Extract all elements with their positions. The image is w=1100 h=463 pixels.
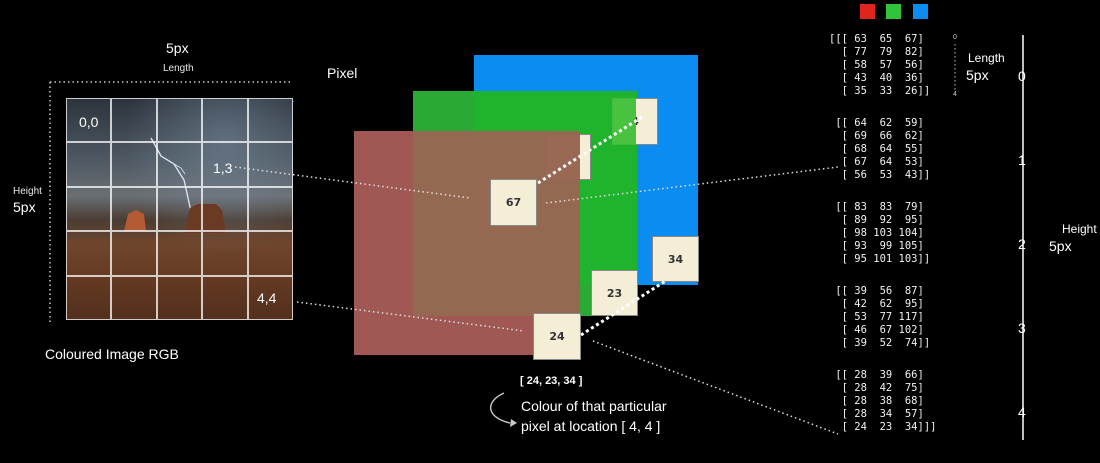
connector-1-3-depth: [537, 115, 643, 185]
blue-pixel-4-4: 34: [652, 236, 699, 282]
image-grid-cell: [111, 98, 157, 143]
coloured-image: 0,0 1,3 4,4: [66, 98, 293, 320]
image-grid-cell: [202, 186, 248, 232]
image-grid-cell: [111, 231, 157, 276]
matrix-row: [ 53 77 117]: [829, 311, 924, 323]
matrix-row: [[ 28 39 66]: [829, 369, 924, 381]
image-grid-cell: [202, 231, 248, 276]
connector-4-4-depth: [580, 278, 668, 337]
connector-4-4-to-matrix: [592, 340, 839, 435]
annotation-line-1: Colour of that particular: [521, 398, 667, 414]
height-axis-label: 3: [1018, 320, 1026, 336]
image-grid-cell: [111, 275, 157, 320]
matrix-row: [ 58 57 56]: [829, 59, 924, 71]
image-caption: Coloured Image RGB: [45, 346, 179, 362]
coord-4-4: 4,4: [257, 290, 277, 306]
red-pixel-1-3: 67: [490, 179, 537, 226]
matrix-row: [ 35 33 26]]: [829, 85, 931, 97]
image-grid-cell: [247, 275, 293, 320]
matrix-row: [ 67 64 53]: [829, 156, 924, 168]
matrix-row: [[ 83 83 79]: [829, 201, 924, 213]
image-grid-cell: [156, 231, 203, 276]
matrix-row: [ 95 101 103]]: [829, 253, 931, 265]
image-grid-cell: [66, 186, 112, 232]
matrix-row: [ 42 62 95]: [829, 298, 924, 310]
image-grid-cell: [156, 186, 203, 232]
image-grid-cell: [66, 142, 112, 187]
image-height-label: Height: [13, 186, 42, 197]
red-pixel-4-4: 24: [533, 313, 581, 360]
matrix-row: [ 28 38 68]: [829, 395, 924, 407]
image-grid-cell: [66, 98, 112, 143]
green-pixel-1-3-highlight: [612, 98, 636, 145]
butte-left: [124, 210, 146, 231]
red-swatch: [860, 4, 875, 19]
matrix-row: [[[ 63 65 67]: [829, 33, 924, 45]
image-width-value: 5px: [166, 40, 189, 56]
bracket-index-bottom: 4: [953, 91, 957, 98]
annotation-arrowhead: [510, 419, 517, 427]
blue-swatch: [913, 4, 928, 19]
image-grid-cell: [111, 142, 157, 187]
green-pixel-4-4: 23: [591, 270, 638, 316]
image-grid-cell: [156, 98, 203, 143]
matrix-row: [ 28 34 57]: [829, 408, 924, 420]
matrix-height-value: 5px: [1049, 238, 1072, 254]
matrix-row: [ 24 23 34]]]: [829, 421, 937, 433]
pixel-vector: [ 24, 23, 34 ]: [520, 375, 583, 387]
image-length-label: Length: [163, 63, 194, 74]
image-grid-cell: [111, 186, 157, 232]
image-grid-cell: [247, 142, 293, 187]
matrix-row: [ 56 53 43]]: [829, 169, 931, 181]
height-axis-label: 1: [1018, 152, 1026, 168]
matrix-row: [ 28 42 75]: [829, 382, 924, 394]
matrix-length-value: 5px: [966, 67, 989, 83]
pixel-label: Pixel: [327, 65, 358, 81]
matrix-height-label: Height: [1062, 222, 1097, 236]
matrix-row: [ 39 52 74]]: [829, 337, 931, 349]
matrix-row: [ 69 66 62]: [829, 130, 924, 142]
height-axis-label: 2: [1018, 236, 1026, 252]
bracket-index-top: 0: [953, 34, 957, 41]
matrix-row: [ 46 67 102]: [829, 324, 924, 336]
image-grid-cell: [247, 98, 293, 143]
matrix-row: [ 98 103 104]: [829, 227, 924, 239]
image-grid-cell: [66, 275, 112, 320]
image-grid-cell: [156, 275, 203, 320]
height-axis-label: 4: [1018, 404, 1026, 420]
annotation-curve-arrow: [490, 392, 511, 424]
matrix-row: [[ 64 62 59]: [829, 117, 924, 129]
height-axis-label: 0: [1018, 68, 1026, 84]
image-grid-cell: [156, 142, 203, 187]
annotation-line-2: pixel at location [ 4, 4 ]: [521, 418, 661, 434]
image-grid-cell: [66, 231, 112, 276]
matrix-row: [ 43 40 36]: [829, 72, 924, 84]
matrix-row: [ 68 64 55]: [829, 143, 924, 155]
green-swatch: [886, 4, 901, 19]
coord-0-0: 0,0: [79, 114, 99, 130]
image-grid-cell: [202, 275, 248, 320]
matrix-row: [ 93 99 105]: [829, 240, 924, 252]
image-height-value: 5px: [13, 199, 36, 215]
matrix-length-label: Length: [968, 51, 1005, 65]
matrix-row: [[ 39 56 87]: [829, 285, 924, 297]
image-grid-cell: [202, 98, 248, 143]
matrix-row: [ 89 92 95]: [829, 214, 924, 226]
image-grid-cell: [202, 142, 248, 187]
butte-right: [184, 204, 226, 233]
matrix-row: [ 77 79 82]: [829, 46, 924, 58]
image-grid-cell: [247, 231, 293, 276]
coord-1-3: 1,3: [213, 160, 233, 176]
image-grid-cell: [247, 186, 293, 232]
